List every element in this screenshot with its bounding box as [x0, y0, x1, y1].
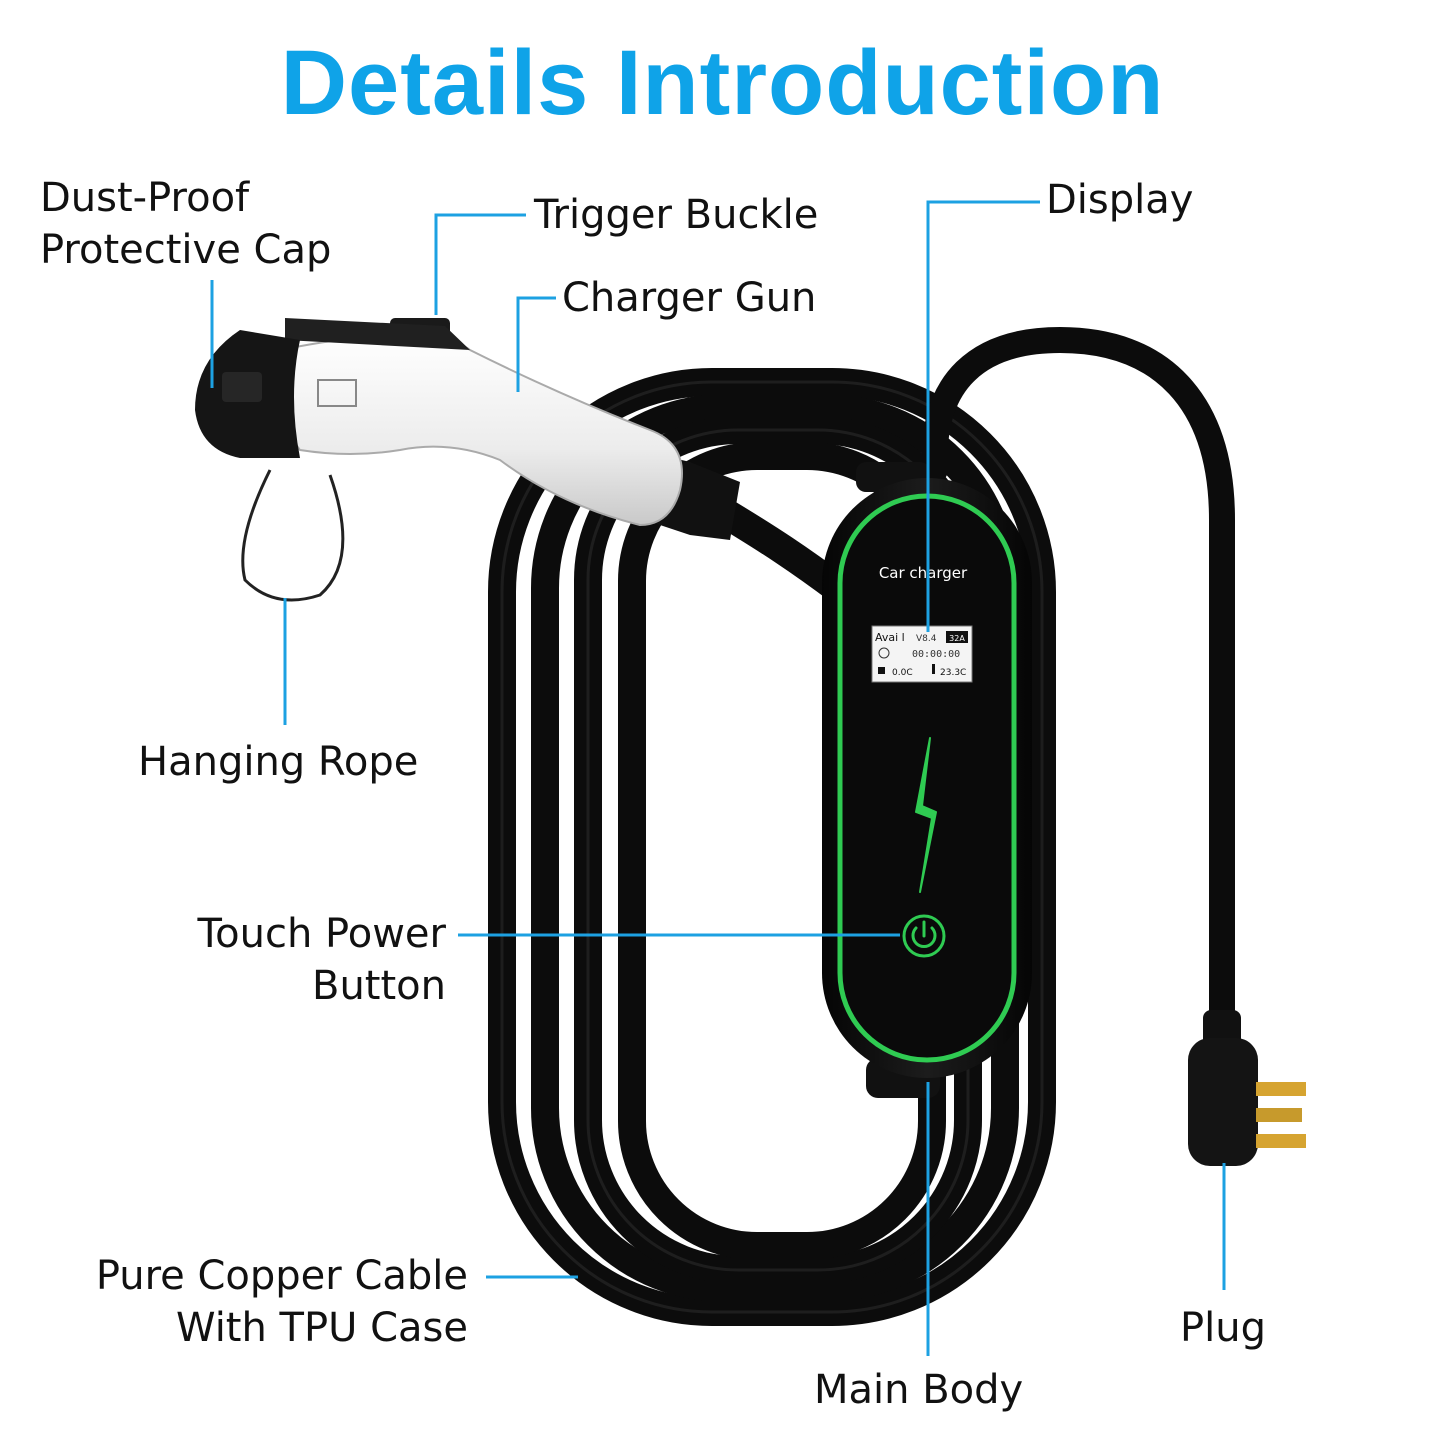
control-box: Car charger Avai l V8.4 32A 00:00:00 0.0… — [822, 462, 1032, 1098]
label-main-body: Main Body — [814, 1367, 1024, 1413]
label-cable: Pure Copper Cable With TPU Case — [40, 1250, 468, 1354]
lcd-display: Avai l V8.4 32A 00:00:00 0.0C 23.3C — [871, 625, 973, 683]
label-line: Pure Copper Cable — [95, 1253, 468, 1299]
charger-gun — [195, 318, 740, 602]
label-trigger-buckle: Trigger Buckle — [534, 192, 819, 238]
screen-current: 32A — [949, 634, 965, 643]
label-line: Touch Power — [197, 911, 446, 957]
label-dust-proof-cap: Dust-Proof Protective Cap — [40, 172, 331, 276]
screen-timer: 00:00:00 — [912, 649, 960, 660]
callout-lines — [210, 200, 1226, 1356]
screen-status: Avai l — [875, 631, 905, 644]
label-plug: Plug — [1180, 1305, 1266, 1351]
label-line: With TPU Case — [176, 1305, 468, 1351]
clock-icon — [878, 647, 890, 659]
label-hanging-rope: Hanging Rope — [138, 739, 419, 785]
lightning-icon — [915, 737, 937, 893]
label-line: Dust-Proof — [40, 175, 250, 221]
power-icon[interactable] — [902, 914, 946, 958]
callout-display — [926, 200, 1040, 632]
callout-trigger-buckle — [434, 213, 526, 315]
label-display: Display — [1046, 177, 1194, 223]
gun-cable — [705, 495, 855, 605]
page-title: Details Introduction — [280, 32, 1165, 134]
label-line: Protective Cap — [40, 227, 332, 273]
label-charger-gun: Charger Gun — [562, 275, 817, 321]
label-touch-power-button: Touch Power Button — [140, 908, 446, 1012]
thermometer-icon — [932, 664, 935, 674]
label-line: Button — [312, 963, 446, 1009]
plug-icon — [878, 667, 885, 674]
plug-cable — [921, 326, 1235, 1063]
screen-temperature: 23.3C — [940, 668, 966, 678]
callout-charger-gun — [516, 296, 556, 392]
gun-handle — [278, 334, 683, 527]
plug — [1188, 1010, 1306, 1166]
screen-version: V8.4 — [916, 634, 937, 644]
brand-text: Car charger — [879, 564, 968, 582]
hanging-rope-part — [241, 469, 345, 602]
screen-energy: 0.0C — [892, 668, 913, 678]
